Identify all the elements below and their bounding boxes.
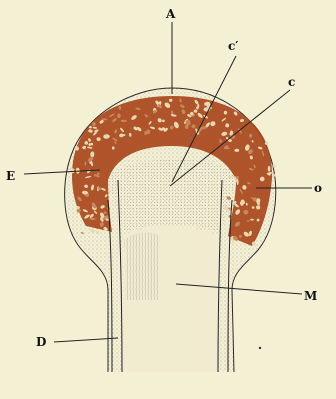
label-o: o <box>314 181 322 195</box>
label-A: A <box>165 7 176 21</box>
label-E: E <box>6 169 15 183</box>
label-c-prime: c′ <box>228 39 238 53</box>
label-D: D <box>36 335 46 349</box>
papilla-zone <box>108 159 236 232</box>
label-M: M <box>304 289 317 303</box>
shaft-hatch <box>124 233 160 300</box>
speck <box>259 347 261 349</box>
label-c: c <box>288 75 295 89</box>
